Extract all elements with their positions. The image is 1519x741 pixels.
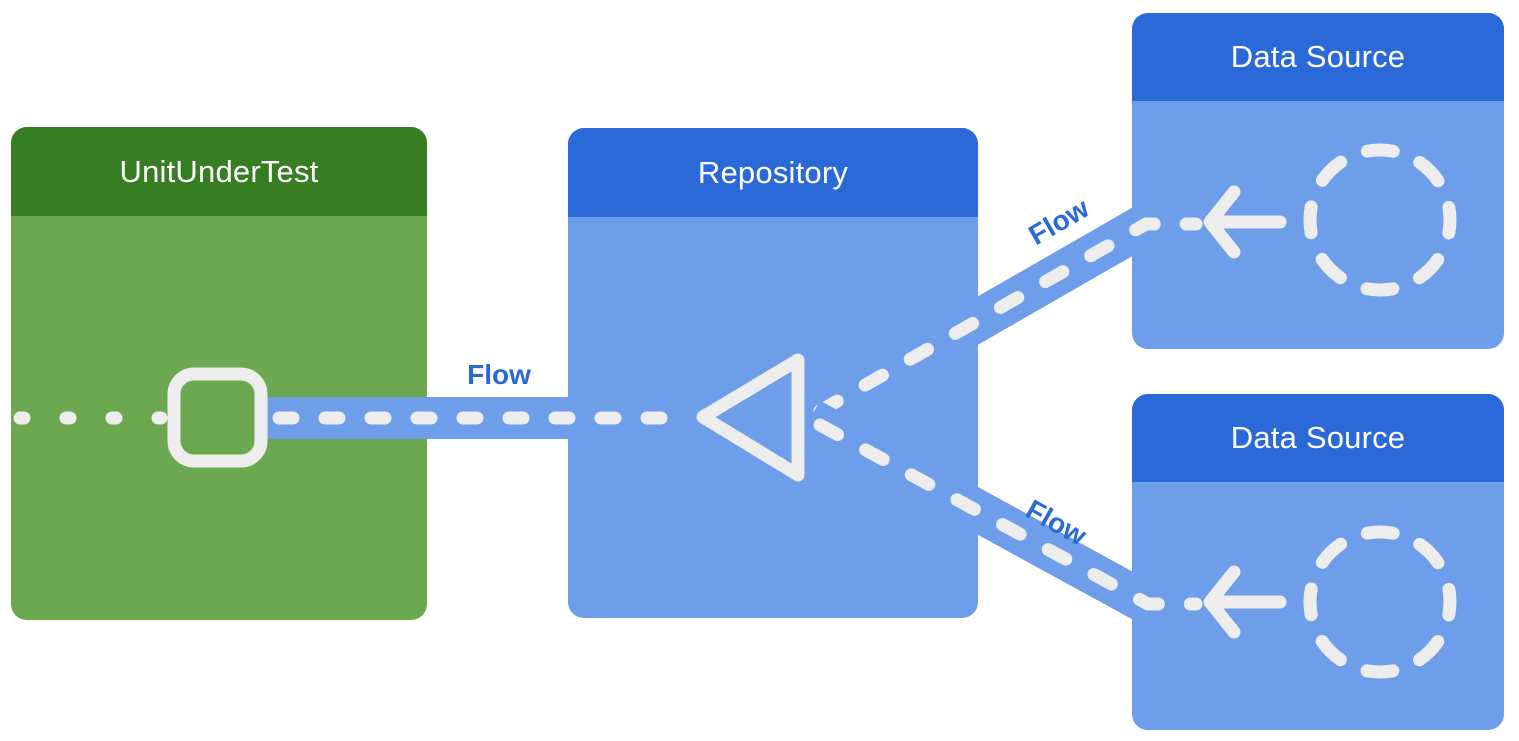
node-repository: Repository: [568, 128, 978, 618]
node-unit-under-test-title: UnitUnderTest: [119, 153, 319, 189]
edge-label-ds-top-to-repo: Flow: [1023, 192, 1095, 251]
node-unit-under-test-header: UnitUnderTest: [11, 127, 427, 216]
edge-label-repo-to-unit: Flow: [467, 359, 531, 390]
node-data-source-bottom-title: Data Source: [1230, 420, 1406, 455]
node-repository-title: Repository: [697, 154, 849, 190]
node-data-source-bottom: Data Source: [1132, 394, 1504, 730]
node-unit-under-test: UnitUnderTest: [11, 127, 427, 620]
node-repository-header: Repository: [568, 128, 978, 217]
node-data-source-bottom-header: Data Source: [1132, 394, 1504, 482]
node-data-source-top: Data Source: [1132, 13, 1504, 349]
node-data-source-top-header: Data Source: [1132, 13, 1504, 101]
edge-label-ds-bottom-to-repo: Flow: [1020, 493, 1092, 552]
node-data-source-top-title: Data Source: [1230, 39, 1406, 74]
